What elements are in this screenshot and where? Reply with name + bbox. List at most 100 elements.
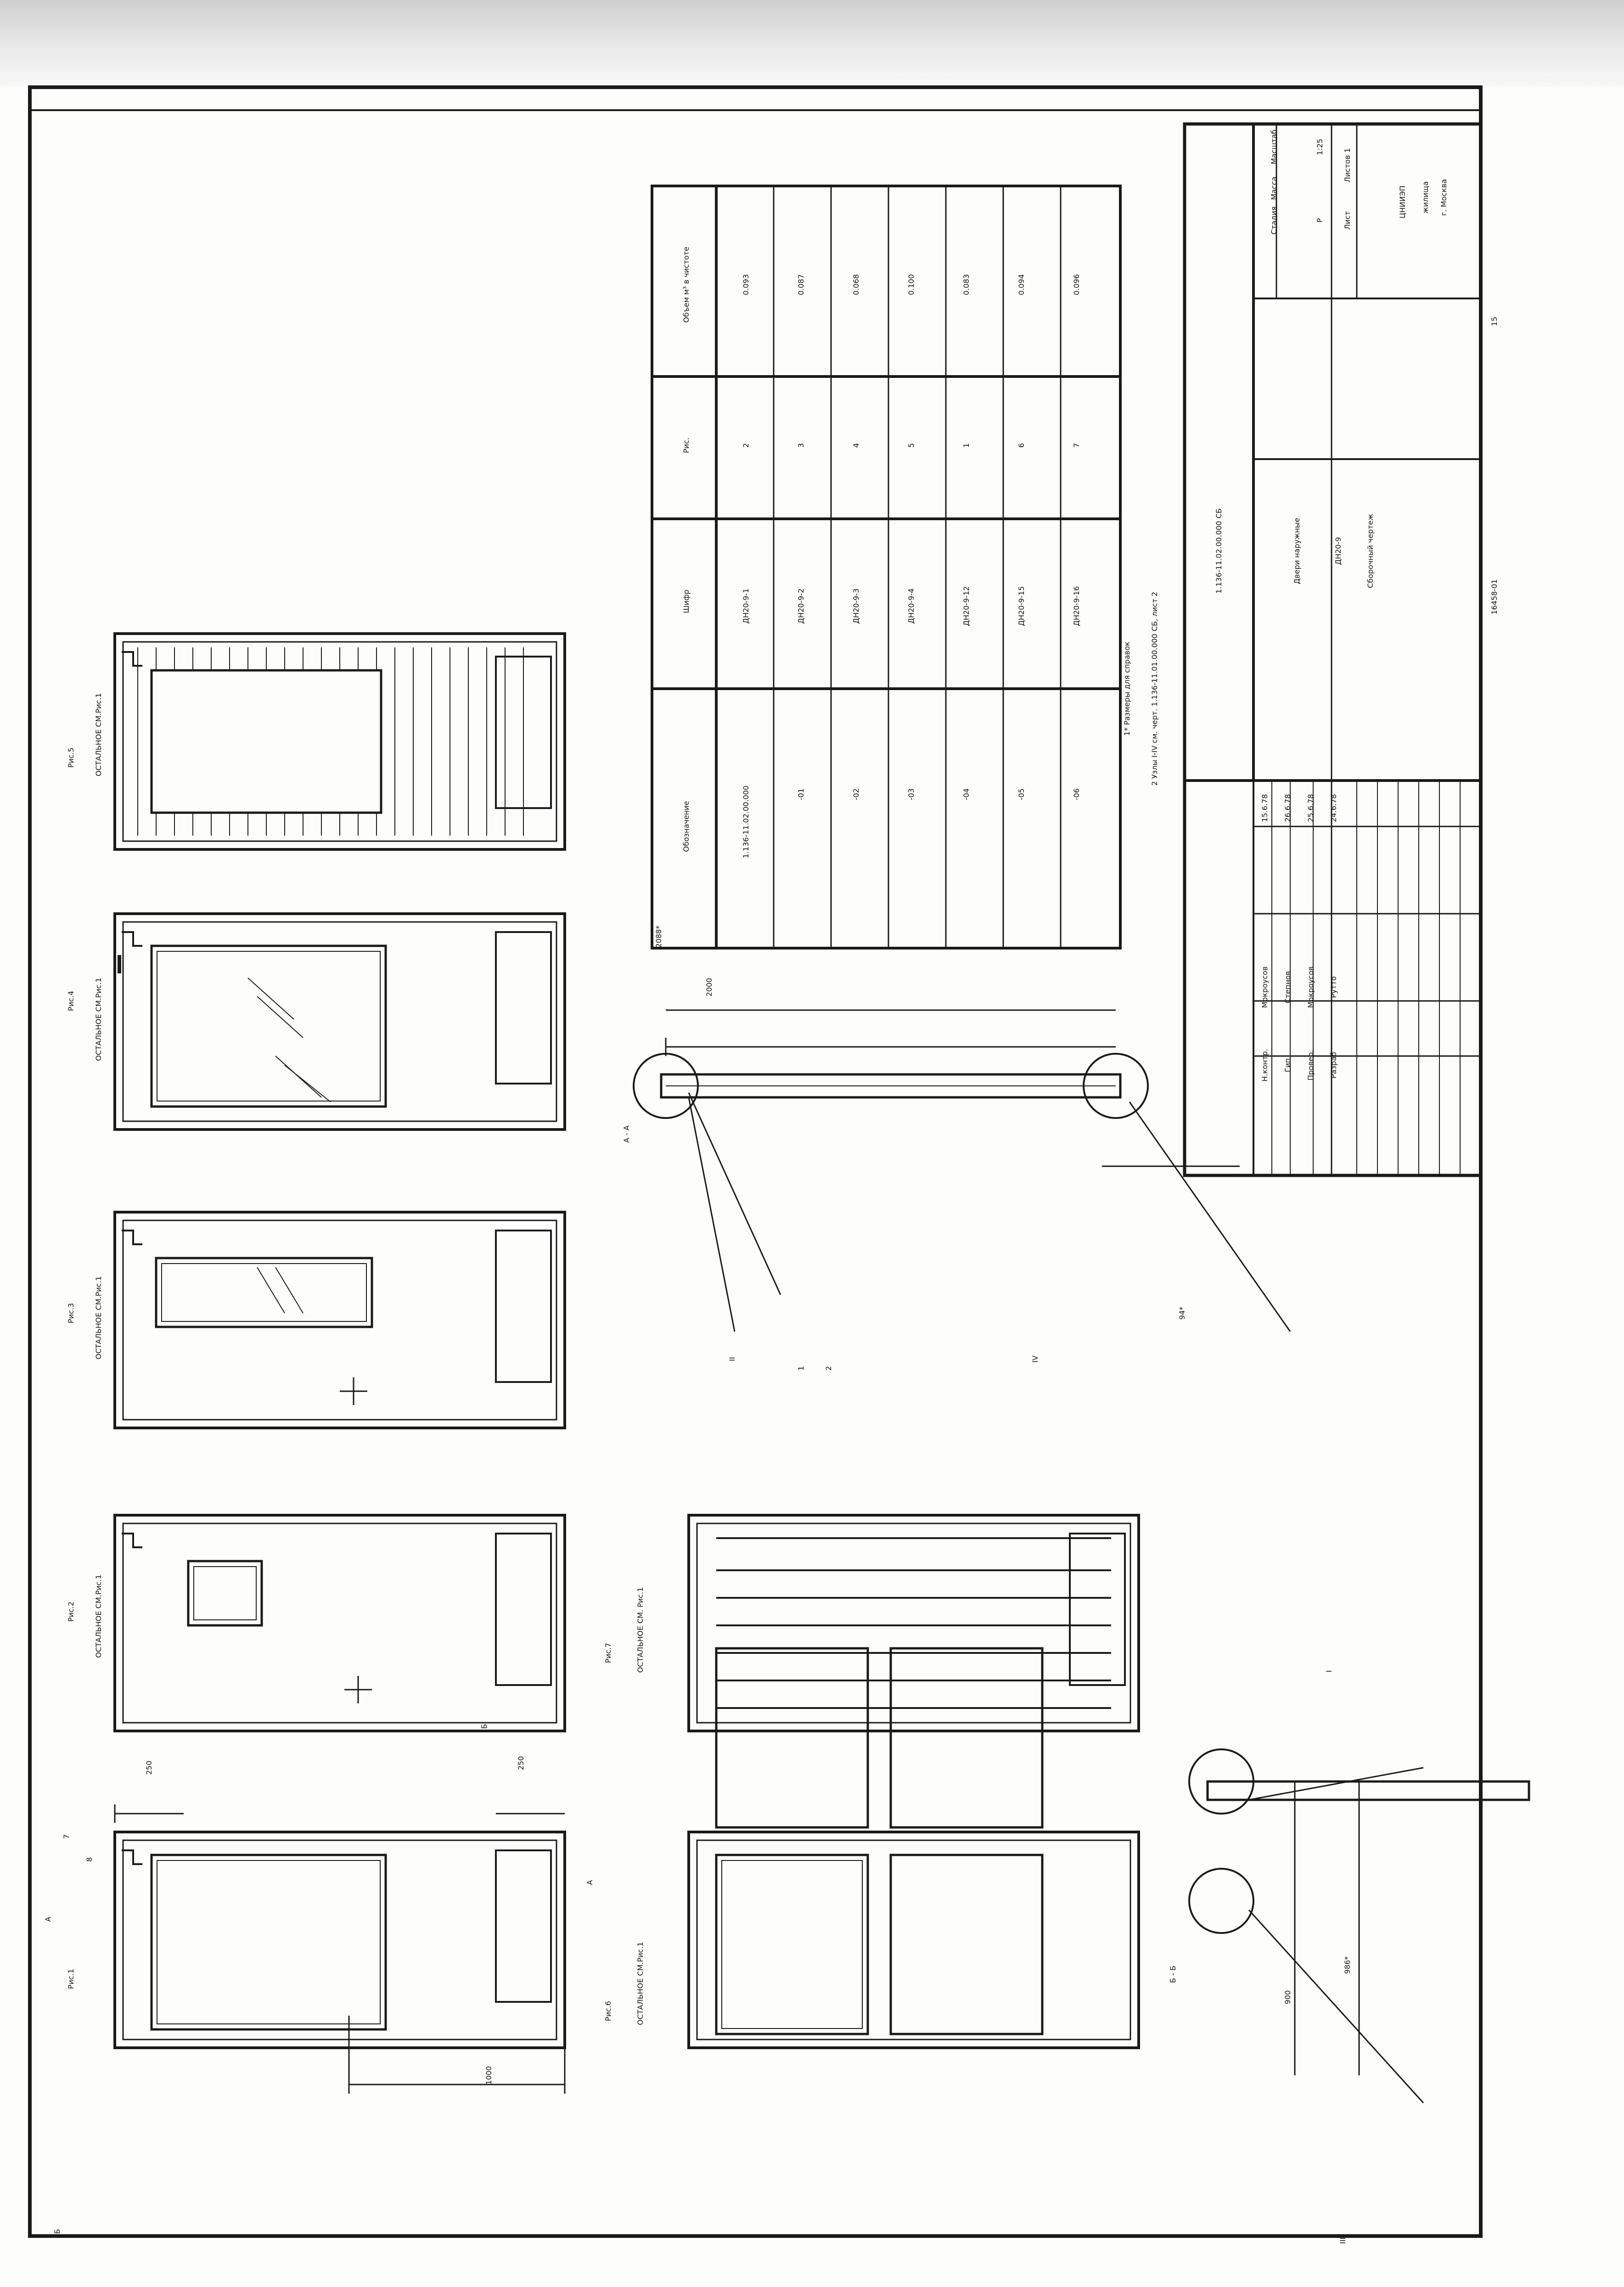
fig1-dim-7: 7 (62, 1834, 71, 1839)
spec-header-fig: Рис. (682, 438, 691, 453)
role-4-label: Разраб (1329, 1052, 1338, 1079)
fig1-dim-250-top: 250 (145, 1761, 153, 1775)
scale-label: Масштаб (1270, 129, 1278, 164)
section-bb-dim-900: 900 (1283, 1990, 1292, 2005)
stage-label: Стадия (1270, 206, 1278, 234)
spec-row-4-designation: -03 (907, 788, 916, 800)
spec-row-6-designation: -05 (1017, 788, 1026, 800)
section-mark-a-top: А (44, 1916, 52, 1922)
fig7-note: ОСТАЛЬНОЕ СМ. Рис.1 (636, 1587, 645, 1673)
scan-top-edge (0, 0, 1624, 87)
fig1-dim-1000: 1000 (484, 2066, 493, 2085)
mass-label: Масса (1270, 176, 1278, 200)
spec-header-designation: Обозначение (682, 801, 691, 852)
stage-value: Р (1315, 218, 1324, 223)
section-bb-dim-986: 986* (1343, 1956, 1352, 1974)
fig6-note: ОСТАЛЬНОЕ СМ.Рис.1 (636, 1942, 645, 2025)
spec-row-1-code: ДН20-9-1 (742, 589, 750, 624)
callout-i: I (1325, 1670, 1333, 1673)
door-fig6-panels (715, 1647, 1044, 2035)
scale-value: 1:25 (1315, 139, 1324, 155)
spec-row-2-code: ДН20-9-2 (797, 589, 805, 624)
fig3-note: ОСТАЛЬНОЕ СМ.Рис.1 (94, 1276, 103, 1359)
spec-row-1-volume: 0.093 (742, 274, 750, 295)
fig1-dim-8: 8 (85, 1857, 94, 1862)
fig3-title: Рис.3 (67, 1303, 75, 1323)
role-1-label: Н.контр. (1260, 1049, 1269, 1082)
spec-row-3-fig: 4 (852, 443, 860, 448)
callout-iii: III (1338, 2237, 1347, 2244)
role-2-name: Степнов (1283, 971, 1292, 1003)
section-aa-dim-2088: 2088* (654, 926, 663, 948)
role-4-date: 24.6.78 (1329, 794, 1338, 822)
section-mark-b-top: Б (480, 1724, 489, 1729)
fig1-dim-250-bottom: 250 (517, 1756, 525, 1770)
role-1-name: Мокроусов (1260, 966, 1269, 1008)
fig5-title: Рис.5 (67, 747, 75, 768)
section-bb (1188, 1748, 1530, 2104)
spec-row-4-volume: 0.100 (907, 274, 916, 295)
door-fig3 (113, 1211, 566, 1429)
callout-iv: IV (1031, 1355, 1040, 1363)
title-name-line1: Двери наружные (1292, 518, 1301, 584)
org-line2: жилища (1421, 181, 1430, 214)
doc-code: 1.136-11.02.00.000 СБ (1214, 508, 1223, 594)
role-3-name: Мокроусов (1306, 966, 1315, 1008)
archive-number: 16458-01 (1490, 579, 1499, 614)
spec-row-3-code: ДН20-9-3 (852, 589, 860, 624)
fig4-title: Рис.4 (67, 991, 75, 1011)
org-line3: г. Москва (1439, 179, 1448, 216)
role-1-date: 15.6.78 (1260, 794, 1269, 822)
callout-1: 1 (797, 1366, 805, 1371)
spec-row-7-fig: 7 (1072, 443, 1081, 448)
section-mark-b-left: Б (53, 2229, 62, 2234)
section-bb-title: Б - Б (1169, 1966, 1177, 1983)
door-fig2 (113, 1514, 566, 1732)
fig1-title: Рис.1 (67, 1969, 75, 1989)
spec-row-2-fig: 3 (797, 443, 805, 448)
role-2-date: 26.6.78 (1283, 794, 1292, 822)
org-line1: ЦНИИЭП (1398, 185, 1407, 219)
spec-row-1-designation: 1.136-11.02.00.000 (742, 786, 750, 858)
spec-row-5-fig: 1 (962, 443, 971, 448)
section-mark-a-bottom: А (585, 1880, 594, 1885)
role-4-name: Рутто (1329, 976, 1338, 998)
fig7-title: Рис.7 (604, 1643, 613, 1663)
fig2-note: ОСТАЛЬНОЕ СМ.Рис.1 (94, 1574, 103, 1658)
note-2: 2 Узлы I-IV см. черт. 1.136-11.01.00.000… (1150, 592, 1159, 786)
role-3-label: Провер. (1306, 1050, 1315, 1081)
role-3-date: 25.6.78 (1306, 794, 1315, 822)
spec-row-1-fig: 2 (742, 443, 750, 448)
role-2-label: Гип (1283, 1058, 1292, 1073)
spec-row-2-designation: -01 (797, 788, 805, 800)
fig6-title: Рис.6 (604, 2001, 613, 2021)
spec-row-5-designation: -04 (962, 788, 971, 800)
door-fig1 (113, 1804, 566, 2094)
spec-header-code: Шифр (682, 590, 691, 613)
spec-row-4-code: ДН20-9-4 (907, 589, 916, 624)
spec-row-6-fig: 6 (1017, 443, 1026, 448)
fig5-note: ОСТАЛЬНОЕ СМ.Рис.1 (94, 693, 103, 776)
spec-row-5-volume: 0.083 (962, 274, 971, 295)
section-aa-title: А - А (622, 1125, 631, 1143)
spec-row-2-volume: 0.087 (797, 274, 805, 295)
door-fig5 (113, 632, 566, 851)
fig2-title: Рис.2 (67, 1601, 75, 1622)
sheet-label: Лист (1343, 211, 1352, 230)
door-fig7 (687, 1514, 1140, 1732)
spec-row-7-designation: -06 (1072, 788, 1081, 800)
spec-row-6-code: ДН20-9-15 (1017, 586, 1026, 626)
spec-row-3-designation: -02 (852, 788, 860, 800)
callout-ii: II (728, 1357, 736, 1361)
sheets-label: Листов 1 (1343, 148, 1352, 182)
spec-header-volume: Объем м³ в чистоте (682, 247, 691, 323)
title-name-line2: ДН20-9 (1334, 537, 1343, 565)
spec-row-7-code: ДН20-9-16 (1072, 586, 1081, 626)
note-1: 1* Размеры для справок (1123, 641, 1131, 736)
spec-table (651, 185, 1122, 950)
title-name-line3: Сборочный чертеж (1366, 514, 1375, 588)
spec-row-7-volume: 0.096 (1072, 274, 1081, 295)
section-aa-dim-2000: 2000 (705, 978, 714, 997)
